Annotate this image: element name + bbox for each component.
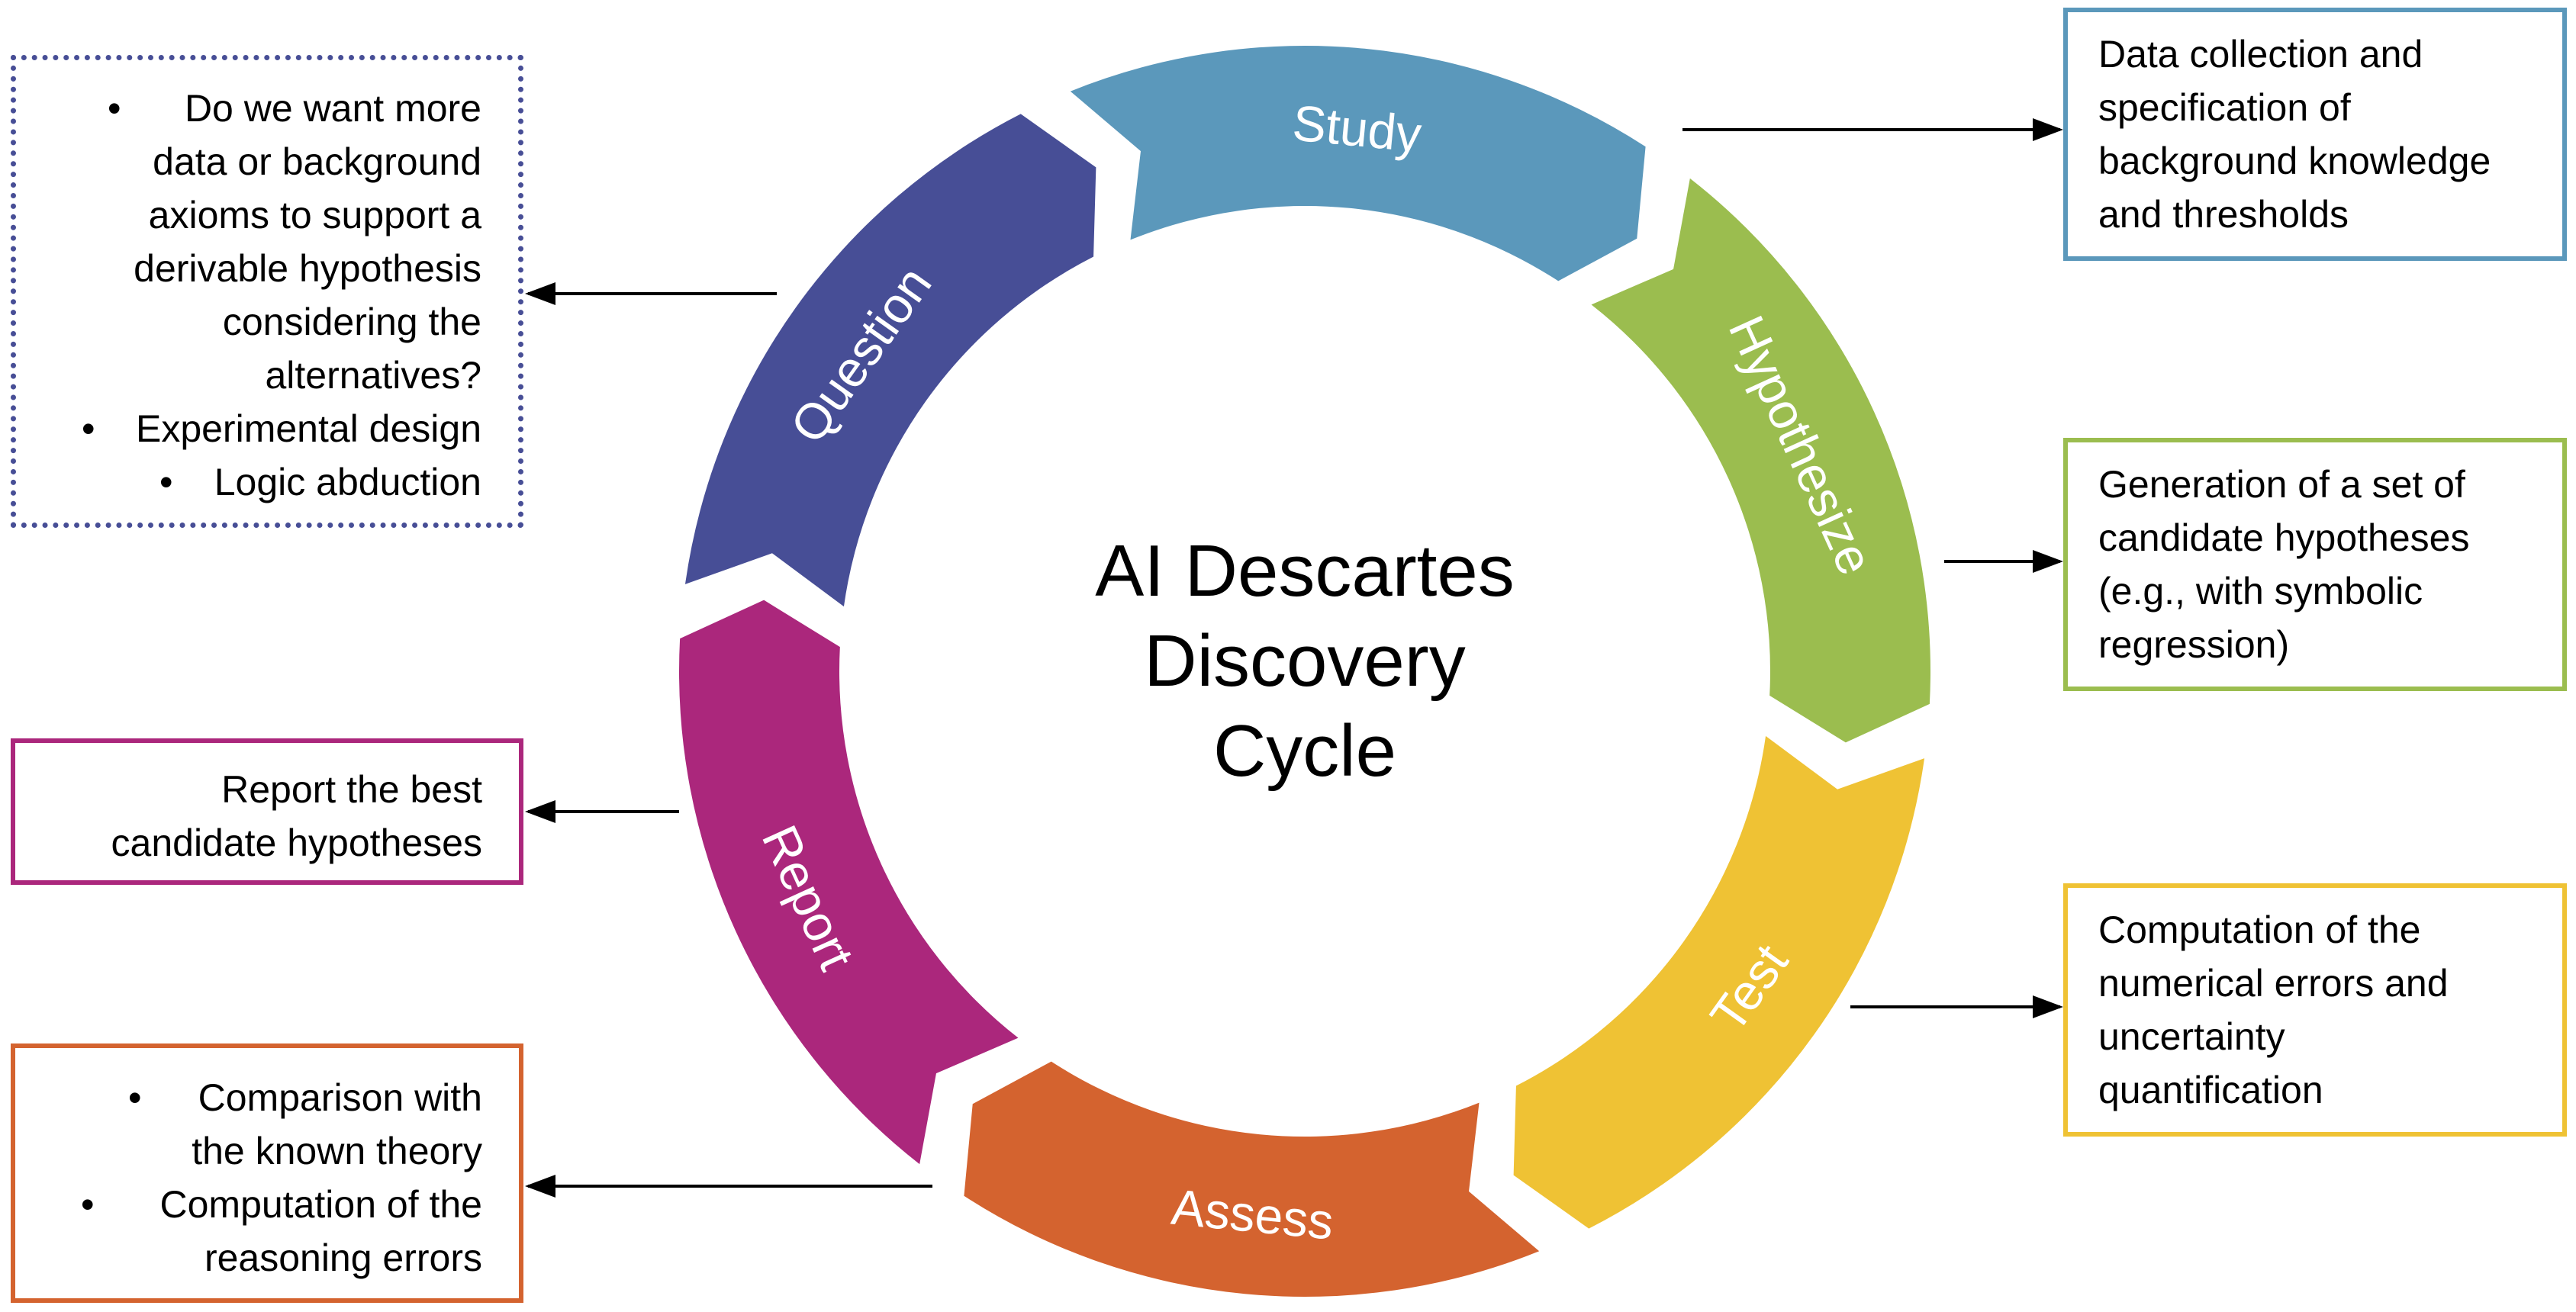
report-description-box: Report the best candidate hypotheses — [11, 738, 523, 885]
question-bullet-item: • Logic abduction — [31, 455, 481, 509]
question-bullet-line: Logic abduction — [214, 461, 481, 503]
hypothesize-desc-line: (e.g., with symbolic — [2098, 570, 2423, 613]
cycle-segment-test — [1513, 735, 1925, 1229]
test-desc-line: uncertainty — [2098, 1015, 2285, 1058]
cycle-segment-hypothesize — [1591, 178, 1930, 743]
cycle-segment-report — [679, 600, 1019, 1165]
stage-label-study: Study — [1290, 94, 1424, 162]
report-desc-line: Report the best — [221, 768, 482, 811]
bullet-glyph: • — [81, 1183, 95, 1226]
question-bullet-line: axioms to support a — [148, 194, 481, 236]
question-bullet-line: alternatives? — [265, 354, 482, 397]
test-desc-line: quantification — [2098, 1069, 2323, 1111]
hypothesize-description-box: Generation of a set of candidate hypothe… — [2063, 438, 2567, 691]
question-description-box: • Do we want more data or background axi… — [11, 55, 523, 528]
assess-bullet-item: • Comparison with the known theory — [31, 1071, 482, 1178]
hypothesize-desc-line: candidate hypotheses — [2098, 516, 2470, 559]
bullet-glyph: • — [82, 407, 95, 450]
test-desc-line: numerical errors and — [2098, 962, 2449, 1005]
bullet-glyph: • — [108, 87, 121, 130]
study-desc-line: and thresholds — [2098, 193, 2349, 236]
bullet-glyph: • — [128, 1076, 142, 1119]
question-bullet-line: considering the — [222, 301, 481, 343]
cycle-ring — [679, 46, 1930, 1297]
cycle-segment-study — [1070, 46, 1646, 281]
hypothesize-desc-line: regression) — [2098, 623, 2290, 666]
diagram-title: AI Descartes Discovery Cycle — [1053, 526, 1557, 796]
hypothesize-desc-line: Generation of a set of — [2098, 463, 2465, 506]
assess-bullet-list: • Comparison with the known theory • Com… — [31, 1071, 482, 1285]
study-desc-line: Data collection and — [2098, 33, 2423, 76]
question-bullet-line: Experimental design — [135, 407, 481, 450]
assess-bullet-line: Comparison with — [198, 1076, 482, 1119]
assess-bullet-line: the known theory — [192, 1130, 482, 1172]
test-description-box: Computation of the numerical errors and … — [2063, 883, 2567, 1137]
question-bullet-line: derivable hypothesis — [134, 247, 481, 290]
title-line-2: Discovery — [1144, 620, 1466, 702]
cycle-segment-question — [684, 114, 1096, 607]
assess-bullet-line: reasoning errors — [204, 1236, 482, 1279]
question-bullet-line: Do we want more — [184, 87, 481, 130]
bullet-glyph: • — [159, 461, 173, 503]
question-bullet-item: • Experimental design — [31, 402, 481, 455]
study-desc-line: background knowledge — [2098, 140, 2491, 182]
test-desc-line: Computation of the — [2098, 908, 2421, 951]
assess-description-box: • Comparison with the known theory • Com… — [11, 1043, 523, 1303]
assess-bullet-item: • Computation of the reasoning errors — [31, 1178, 482, 1285]
question-bullet-line: data or background — [153, 140, 481, 183]
question-bullet-list: • Do we want more data or background axi… — [31, 82, 481, 509]
study-desc-line: specification of — [2098, 86, 2351, 129]
title-line-3: Cycle — [1212, 710, 1397, 792]
assess-bullet-line: Computation of the — [159, 1183, 483, 1226]
report-desc-line: candidate hypotheses — [111, 822, 482, 864]
question-bullet-item: • Do we want more data or background axi… — [31, 82, 481, 402]
study-description-box: Data collection and specification of bac… — [2063, 8, 2567, 261]
title-line-1: AI Descartes — [1095, 530, 1515, 612]
cycle-segment-assess — [964, 1061, 1540, 1297]
